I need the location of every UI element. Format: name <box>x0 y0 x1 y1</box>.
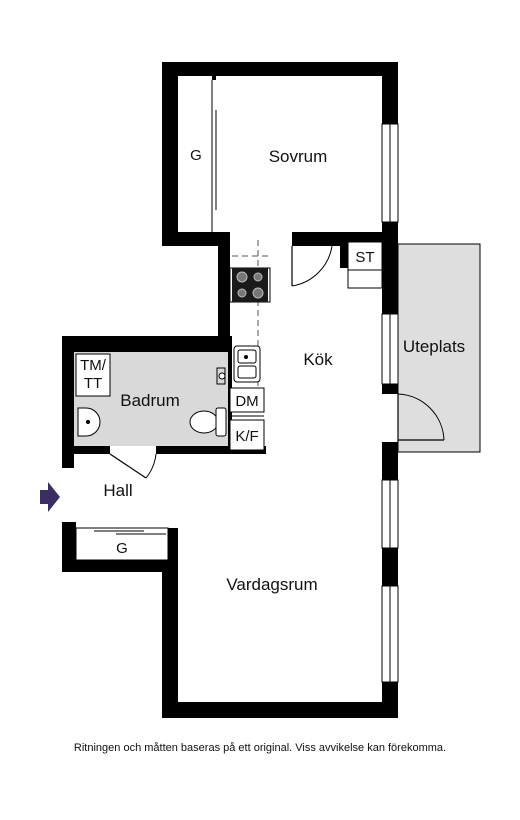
entrance-arrow-icon <box>40 482 60 512</box>
wardrobe-bedroom <box>211 80 217 232</box>
fixture-label-kf: K/F <box>235 428 258 445</box>
fixture-label-st: ST <box>355 249 374 266</box>
room-label-sovrum: Sovrum <box>269 147 328 166</box>
dishwasher-box <box>229 387 265 413</box>
toilet-icon <box>189 367 227 437</box>
kitchen-sink-icon <box>233 345 261 383</box>
room-label-vardagsrum: Vardagsrum <box>226 575 317 594</box>
fridge-box <box>229 419 265 451</box>
washbasin-icon <box>77 407 101 437</box>
fixture-label-tm: TM/ <box>80 357 107 374</box>
room-label-uteplats: Uteplats <box>403 337 465 356</box>
windows <box>381 123 399 683</box>
fixture-label-dm: DM <box>235 393 258 410</box>
washing-machine-box <box>75 353 111 397</box>
doors <box>109 245 445 479</box>
stove-icon <box>232 268 268 302</box>
room-label-kok: Kök <box>303 350 333 369</box>
fixture-label-garderob-sovrum: G <box>190 147 202 164</box>
wardrobe-hall <box>75 527 169 561</box>
floor-plan: Sovrum Kök Uteplats Badrum Hall Vardagsr… <box>40 62 481 718</box>
fixture-label-tt: TT <box>84 375 102 392</box>
disclaimer-text: Ritningen och måtten baseras på ett orig… <box>73 742 447 754</box>
fixture-label-garderob-hall: G <box>116 540 128 557</box>
st-closet <box>347 241 383 289</box>
room-label-hall: Hall <box>103 481 132 500</box>
terrace-floor <box>397 243 481 453</box>
room-label-badrum: Badrum <box>120 391 180 410</box>
